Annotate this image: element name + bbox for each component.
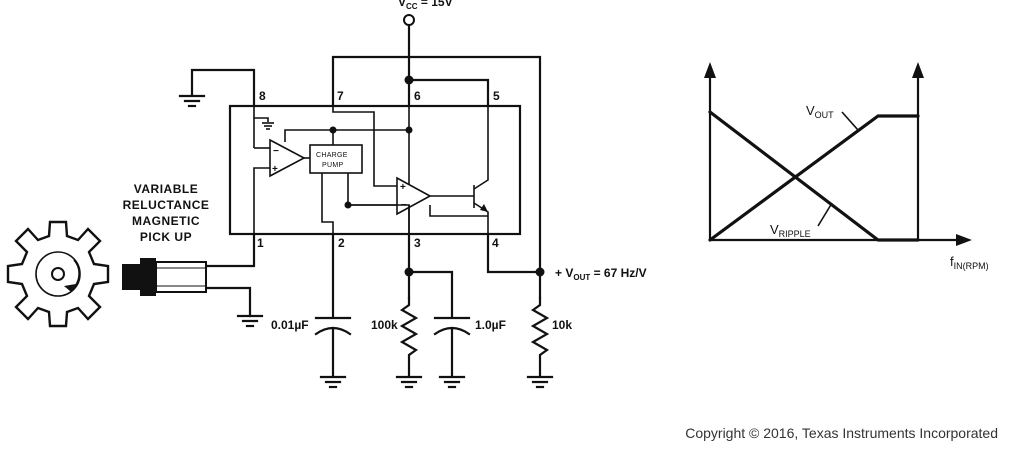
pullup-resistor-icon [526,296,554,389]
bottom-wiring [203,232,542,318]
svg-text:CHARGE: CHARGE [316,152,348,159]
vripple-curve [708,110,920,242]
sensor-label-line-4: PICK UP [140,230,192,244]
pin-8-label: 8 [259,89,266,103]
pickup-ground-icon [236,314,264,328]
pin-2-label: 2 [338,236,345,250]
svg-text:−: − [273,146,279,157]
pullup-resistor-label: 10k [552,318,572,332]
vcc-terminal [403,14,415,82]
pin-3-label: 3 [414,236,421,250]
pump-capacitor-label: 0.01µF [271,318,309,332]
response-graph [704,62,972,246]
ic-package-outline [228,104,522,236]
output-opamp [396,176,432,216]
svg-text:PUMP: PUMP [322,162,343,169]
pin-5-label: 5 [493,89,500,103]
vout-curve [708,114,920,242]
load-resistor-label: 100k [371,318,398,332]
vcc-junction-dot [404,75,414,85]
input-comparator [269,138,306,178]
filter-capacitor-icon [433,316,471,389]
pin-1-label: 1 [257,236,264,250]
pin-4-label: 4 [492,236,499,250]
output-junction-dot [535,267,545,277]
sensor-label-line-1: VARIABLE [134,182,198,196]
pin8-ground-icon [178,94,206,108]
sensor-label-line-3: MAGNETIC [132,214,200,228]
sensor-label-line-2: RELUCTANCE [123,198,210,212]
vripple-label: VRIPPLE [770,222,811,239]
pin-6-label: 6 [414,89,421,103]
gear-icon [6,220,110,328]
vout-label: VOUT [806,103,834,120]
pin3-junction-dot [404,267,414,277]
filter-capacitor-label: 1.0µF [475,318,506,332]
svg-text:−: − [401,200,407,211]
copyright-notice: Copyright © 2016, Texas Instruments Inco… [685,425,998,441]
internal-circuit: − + CHARGE PUMP + − [253,106,489,234]
x-axis-label: fIN(RPM) [950,254,989,271]
pump-capacitor-icon [314,316,352,389]
svg-text:+: + [400,182,406,193]
pin-7-label: 7 [337,89,344,103]
magnetic-pickup-icon [122,258,207,296]
charge-pump-block [309,144,363,174]
vcc-label: VCC = 15V [398,0,453,11]
load-resistor-icon [395,296,423,389]
svg-text:+: + [272,164,278,175]
output-label: + VOUT = 67 Hz/V [555,266,647,282]
